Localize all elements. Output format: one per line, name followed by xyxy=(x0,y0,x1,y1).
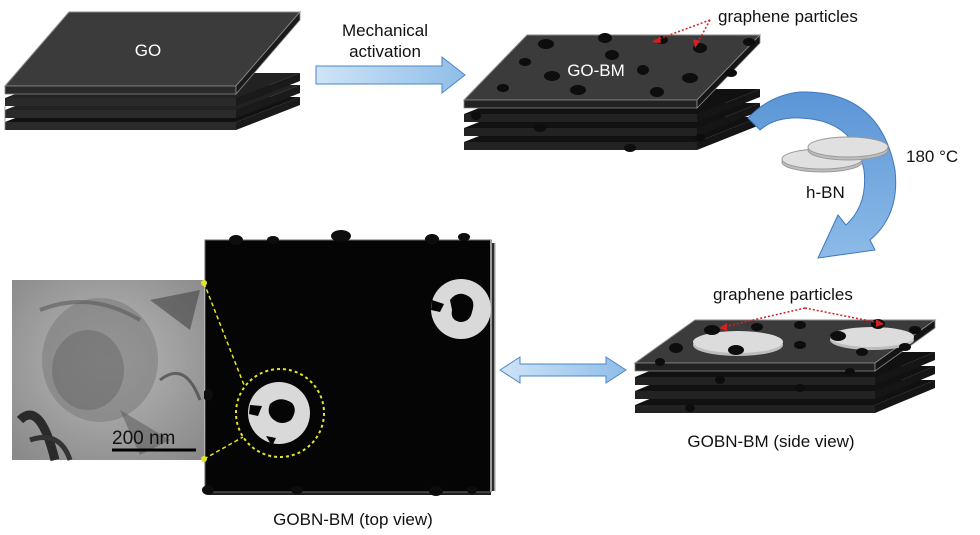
top-view-stack xyxy=(204,239,496,495)
hbn-label: h-BN xyxy=(806,183,845,202)
curved-arrow xyxy=(747,91,897,259)
go-bm-label: GO-BM xyxy=(567,61,625,80)
tem-image xyxy=(12,280,204,462)
side-view-hbn-disks xyxy=(693,327,914,356)
go-stack xyxy=(3,10,302,130)
top-view-particles xyxy=(202,230,477,496)
zoom-connector-ends xyxy=(201,280,207,462)
go-bm-stack xyxy=(462,34,762,150)
zoom-circle xyxy=(235,368,325,458)
graphene-particles-top-pointers xyxy=(652,19,711,48)
side-view-particles xyxy=(655,319,921,412)
graphene-particles-bottom-pointers xyxy=(719,307,884,331)
mechanical-arrow xyxy=(315,55,466,95)
side-view-caption: GOBN-BM (side view) xyxy=(687,432,854,451)
temperature-label: 180 °C xyxy=(906,147,958,166)
top-view-hbn-disk-upper xyxy=(431,279,491,339)
zoom-connectors xyxy=(203,282,245,460)
mechanical-label-line1: Mechanical xyxy=(342,21,428,40)
top-view-hbn-disk-lower xyxy=(248,382,310,446)
graphene-particles-bottom-label: graphene particles xyxy=(713,285,853,304)
go-label: GO xyxy=(135,41,161,60)
hbn-disks xyxy=(781,136,889,173)
scale-bar-label: 200 nm xyxy=(112,428,175,449)
mechanical-label-line2: activation xyxy=(349,42,421,61)
graphene-particles-top-label: graphene particles xyxy=(718,7,858,26)
double-arrow xyxy=(499,356,627,384)
top-view-caption: GOBN-BM (top view) xyxy=(273,510,433,529)
